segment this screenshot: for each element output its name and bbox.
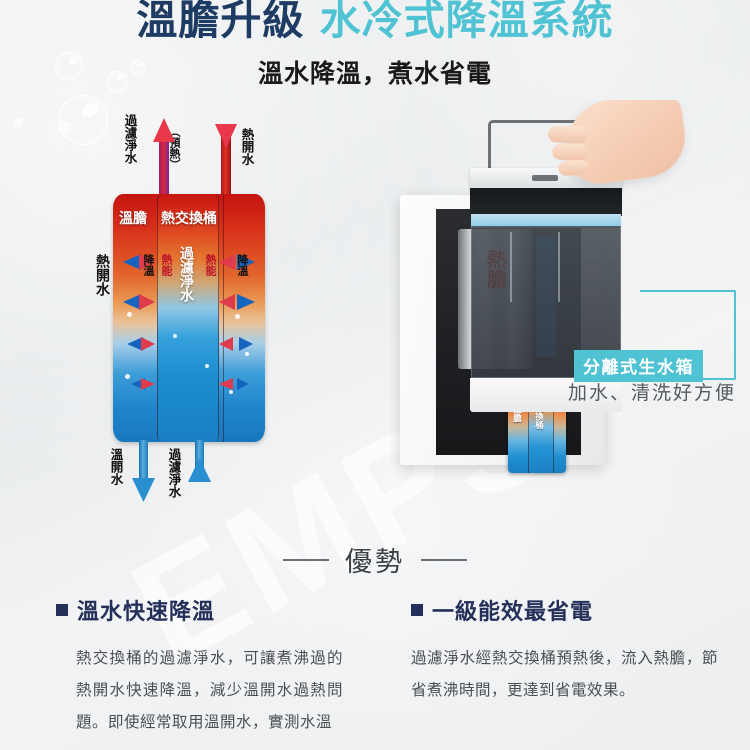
finger — [552, 143, 589, 160]
diagram-label-cooldown-left: 降溫 — [142, 254, 155, 276]
rule-right — [421, 558, 467, 561]
page-header: 溫膽升級 水冷式降溫系統 溫水降溫，煮水省電 — [0, 0, 750, 90]
diagram-label-filtered-water-center: 過濾淨水 — [178, 246, 194, 302]
advantage-item-2: 一級能效最省電 過濾淨水經熱交換桶預熱後，流入熱膽，節省煮沸時間，更達到省電效果… — [375, 594, 750, 738]
mini-tank-label-warm: 溫膽 — [511, 405, 522, 422]
advantage-heading-1-text: 溫水快速降溫 — [77, 600, 216, 625]
feature-badge-subtitle: 加水、清洗好方便 — [568, 382, 737, 404]
advantages-columns: 溫水快速降溫 熱交換桶的過濾淨水，可讓煮沸過的熱開水快速降溫，減少溫開水過熱問題… — [0, 594, 750, 738]
diagram-bottom-arrows — [132, 440, 211, 502]
diagram-tank-body: 溫膽 熱交換桶 — [113, 194, 265, 442]
diagram-tank-label-warm: 溫膽 — [119, 211, 147, 227]
hand-holding-tank — [547, 100, 691, 188]
advantage-item-1: 溫水快速降溫 熱交換桶的過濾淨水，可讓煮沸過的熱開水快速降溫，減少溫開水過熱問題… — [0, 594, 375, 738]
advantage-heading-1: 溫水快速降溫 — [56, 594, 343, 626]
finger — [558, 159, 589, 176]
decorative-bubble — [14, 118, 23, 127]
finger — [547, 125, 589, 144]
diagram-label-heat-energy-right: 熱能 — [204, 254, 217, 276]
tank-inner-strut — [510, 232, 512, 302]
diagram-label-filtered-water-top: 過濾淨水 — [122, 114, 138, 164]
diagram-internal-arrows — [123, 254, 255, 390]
heat-exchange-diagram: 過濾淨水 （預熱） 熱開水 溫膽 熱交換桶 — [94, 112, 310, 502]
diagram-label-filtered-water-in: 過濾淨水 — [166, 448, 182, 498]
water-dot — [127, 312, 132, 317]
advantage-body-2: 過濾淨水經熱交換桶預熱後，流入熱膽，節省煮沸時間，更達到省電效果。 — [411, 649, 718, 699]
water-dot — [125, 374, 130, 379]
rule-left — [283, 558, 329, 561]
decorative-bubble — [60, 122, 71, 133]
diagram-label-hot-water-outlet: 熱開水 — [94, 254, 110, 296]
page-title: 溫膽升級 水冷式降溫系統 — [0, 0, 750, 42]
bullet-square-icon — [411, 604, 423, 616]
water-dot — [235, 314, 240, 319]
diagram-right-column — [223, 194, 265, 442]
diagram-label-cooldown-right: 降溫 — [236, 254, 249, 276]
feature-badge: 分離式生水箱 — [574, 350, 703, 382]
page-subtitle: 溫水降溫，煮水省電 — [257, 58, 492, 88]
page-title-part1: 溫膽升級 — [136, 0, 305, 44]
diagram-label-heat-energy-left: 熱能 — [160, 254, 173, 276]
tank-upper-band — [470, 188, 622, 216]
advantage-body-1: 熱交換桶的過濾淨水，可讓煮沸過的熱開水快速降溫，減少溫開水過熱問題。即使經常取用… — [76, 649, 343, 731]
tank-water-level — [471, 214, 621, 228]
advantage-heading-2-text: 一級能效最省電 — [432, 600, 594, 625]
bullet-square-icon — [56, 604, 68, 616]
tank-inner-strut — [558, 232, 560, 302]
diagram-label-hot-water-top: 熱開水 — [239, 128, 255, 166]
lid-notch — [532, 175, 558, 181]
water-dot — [173, 334, 177, 338]
removable-water-tank[interactable] — [470, 120, 622, 420]
product-photo: 熱膽 溫膽 熱交換桶 分離式生水箱 加水、清洗好方便 — [390, 100, 750, 500]
water-dot — [245, 352, 249, 356]
water-dot — [229, 390, 233, 394]
advantages-title: 優勢 — [345, 547, 405, 578]
mini-tank-label-exchange: 熱交換桶 — [533, 395, 544, 429]
page-title-part2: 水冷式降溫系統 — [319, 0, 614, 44]
diagram-top-arrows — [153, 118, 237, 194]
advantage-heading-2: 一級能效最省電 — [411, 594, 718, 626]
tank-base — [470, 378, 622, 412]
diagram-heat-exchange-column — [157, 194, 219, 442]
water-dot — [205, 364, 209, 368]
diagram-tank-label-exchange: 熱交換桶 — [161, 211, 217, 227]
advantages-section-header: 優勢 — [0, 540, 750, 579]
diagram-label-warm-water-out: 溫開水 — [108, 448, 124, 486]
